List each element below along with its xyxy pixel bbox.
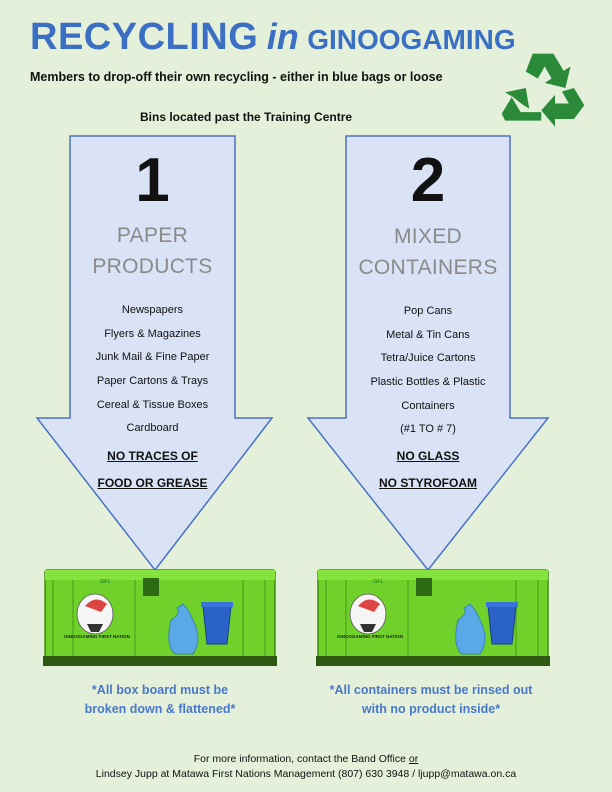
bin-heading-1-line-2: PRODUCTS [92,255,213,278]
list-item: Pop Cans [403,305,453,317]
bin-warnings-2: NO GLASS NO STYROFOAM [346,443,510,497]
title-place: GINOOGAMING [307,24,516,55]
recycle-icon [501,53,585,127]
list-item: (#1 TO # 7) [400,423,456,436]
list-item: Cardboard [126,422,179,435]
contact-footer: For more information, contact the Band O… [0,752,612,782]
note-line: with no product inside* [361,702,501,716]
title-main: RECYCLING [30,16,259,58]
bin-heading-2-line-1: MIXED [393,225,462,248]
list-item: Containers [401,399,455,412]
bin-warnings-1: NO TRACES OF FOOD OR GREASE [70,443,235,497]
location-note: Bins located past the Training Centre [140,110,353,124]
footer-line-1: For more information, contact the Band O… [0,752,612,767]
bin-note-2: *All containers must be rinsed out with … [306,681,556,719]
dumpster-1 [43,569,277,666]
bin-number-1: 1 [135,146,170,215]
list-item: Metal & Tin Cans [386,328,470,341]
bin-heading-1: PAPER PRODUCTS [70,220,235,282]
warning-line: FOOD OR GREASE [97,476,208,490]
list-item: Paper Cartons & Trays [96,375,209,388]
bin-tag-2: GFL [373,579,384,585]
list-item: Junk Mail & Fine Paper [95,351,210,364]
footer-line-1-prefix: For more information, contact the Band O… [193,753,409,765]
warning-line: NO STYROFOAM [379,476,477,490]
subtitle: Members to drop-off their own recycling … [30,70,443,84]
footer-or: or [408,753,419,765]
bin-label-2: GINOOGAMING FIRST NATION [337,634,403,639]
list-item: Plastic Bottles & Plastic [370,376,486,389]
bin-heading-2-line-2: CONTAINERS [358,256,498,279]
bin-items-2: Pop Cans Metal & Tin Cans Tetra/Juice Ca… [336,300,520,442]
note-line: *All box board must be [91,683,229,697]
warning-line: NO GLASS [396,449,460,463]
bin-note-1: *All box board must be broken down & fla… [40,681,280,719]
page-title: RECYCLING in GINOOGAMING [30,18,516,56]
dumpster-2 [316,569,550,666]
note-line: *All containers must be rinsed out [329,683,533,697]
title-connector: in [266,16,299,57]
warning-line: NO TRACES OF [107,449,198,463]
bin-items-1: Newspapers Flyers & Magazines Junk Mail … [70,299,235,441]
bin-number-2: 2 [410,146,446,215]
bin-heading-2: MIXED CONTAINERS [336,221,520,283]
list-item: Newspapers [121,304,184,316]
list-item: Flyers & Magazines [104,327,201,340]
bin-tag-1: GFL [100,579,111,585]
note-line: broken down & flattened* [84,702,236,716]
list-item: Tetra/Juice Cartons [380,352,476,365]
bin-heading-1-line-1: PAPER [116,224,189,247]
bin-label-1: GINOOGAMING FIRST NATION [64,634,130,639]
footer-line-2: Lindsey Jupp at Matawa First Nations Man… [95,768,517,780]
list-item: Cereal & Tissue Boxes [96,398,209,411]
